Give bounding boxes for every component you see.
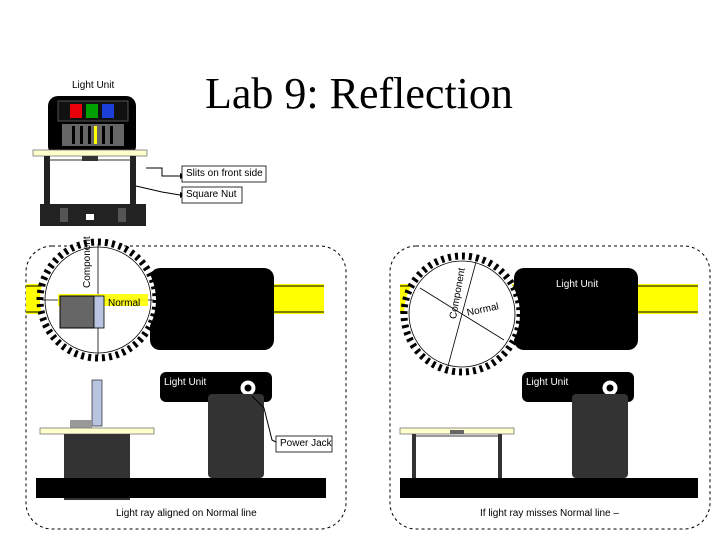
label-square-nut: Square Nut [186, 189, 237, 200]
right-top-view [400, 252, 698, 376]
label-component-left: Component [82, 236, 93, 288]
left-panel-border [25, 245, 347, 530]
mirror-side [91, 379, 103, 427]
slit-plate [62, 124, 124, 146]
label-light-unit-right: Light Unit [556, 279, 599, 290]
light-unit-stand [208, 394, 264, 478]
label-light-unit-left-side: Light Unit [164, 377, 207, 388]
page-title: Lab 9: Reflection [205, 69, 513, 118]
left-top-view [26, 238, 324, 362]
label-light-unit-left: Light Unit [195, 279, 238, 290]
stand-leg [44, 156, 50, 208]
power-jack-label-box [275, 435, 333, 453]
bench-right [400, 478, 698, 498]
bench-left [36, 478, 326, 498]
label-light-unit-top: Light Unit [72, 80, 115, 91]
blue-filter [102, 104, 114, 118]
top-light-unit-assembly [32, 96, 148, 226]
caption-left: Light ray aligned on Normal line [116, 508, 257, 519]
light-unit-top-view-right [514, 268, 638, 350]
red-filter [70, 104, 82, 118]
label-light-unit-right-side: Light Unit [526, 377, 569, 388]
right-side-view [399, 372, 698, 498]
label-slits: Slits on front side [186, 168, 263, 179]
table-top [32, 149, 148, 157]
slits-label-box [181, 165, 267, 183]
label-power-jack: Power Jack [280, 438, 332, 449]
callout-arrows [135, 167, 186, 198]
stand-leg [130, 156, 136, 208]
mirror [93, 295, 105, 329]
square-nut [86, 214, 94, 220]
component-block [59, 295, 95, 329]
label-normal-left: Normal [108, 298, 141, 309]
caption-right: If light ray misses Normal line – [480, 508, 619, 519]
light-unit-stand-right [572, 394, 628, 478]
right-panel-border [389, 245, 711, 530]
green-filter [86, 104, 98, 118]
light-unit-top-view [150, 268, 274, 350]
square-nut-label-box [181, 186, 243, 204]
table-top-left [39, 427, 155, 435]
left-side-view [36, 372, 326, 500]
